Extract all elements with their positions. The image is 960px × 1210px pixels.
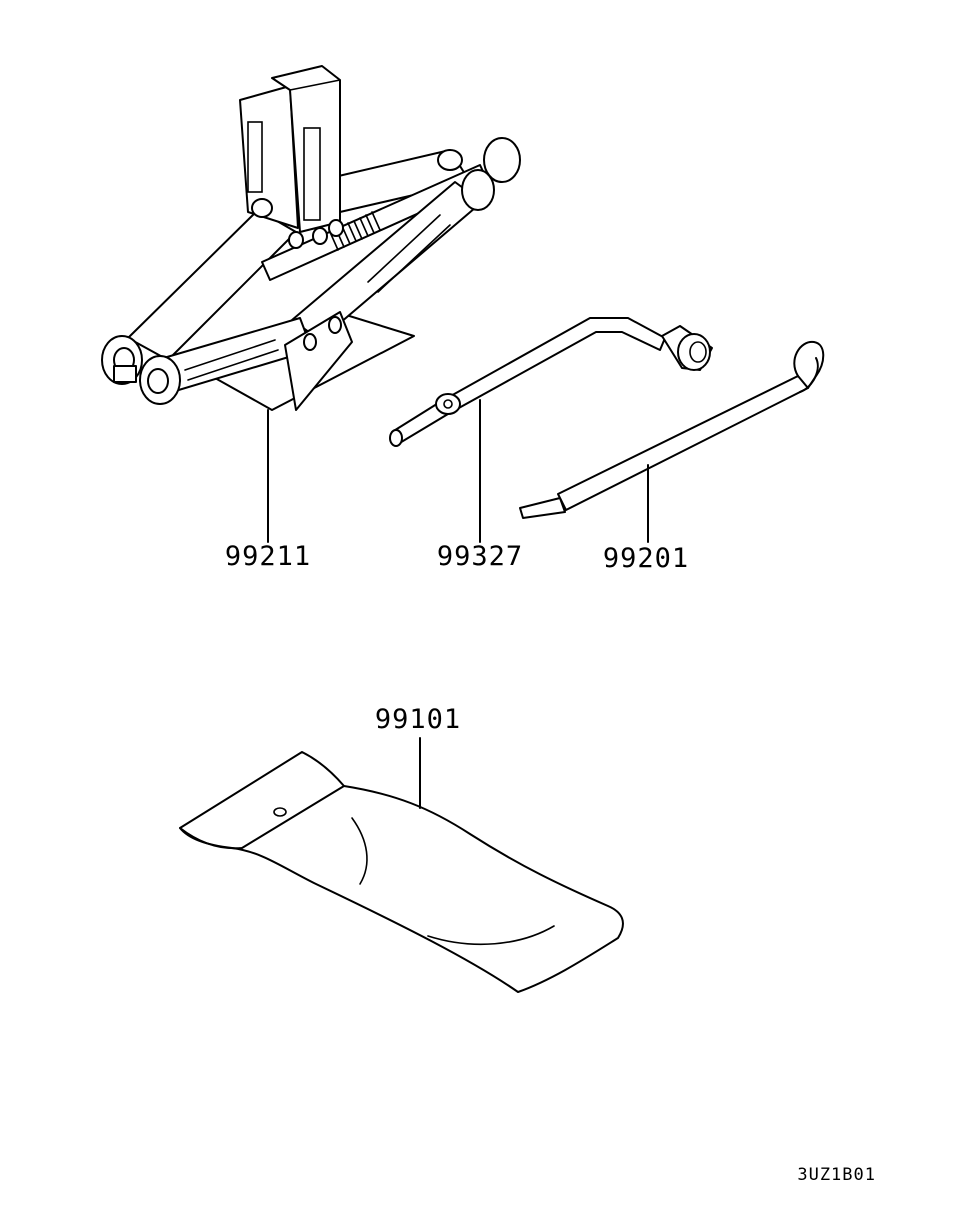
tool-bag-illustration — [179, 751, 624, 993]
jack-handle-illustration — [389, 317, 713, 447]
diagram-code: 3UZ1B01 — [797, 1165, 876, 1185]
part-number-jack: 99211 — [225, 541, 311, 572]
part-number-wheel-nut-wrench: 99201 — [603, 543, 689, 574]
wheel-nut-wrench-illustration — [519, 340, 825, 519]
jack-illustration — [101, 65, 521, 411]
part-number-tool-bag: 99101 — [375, 704, 461, 735]
part-number-jack-handle: 99327 — [437, 541, 523, 572]
